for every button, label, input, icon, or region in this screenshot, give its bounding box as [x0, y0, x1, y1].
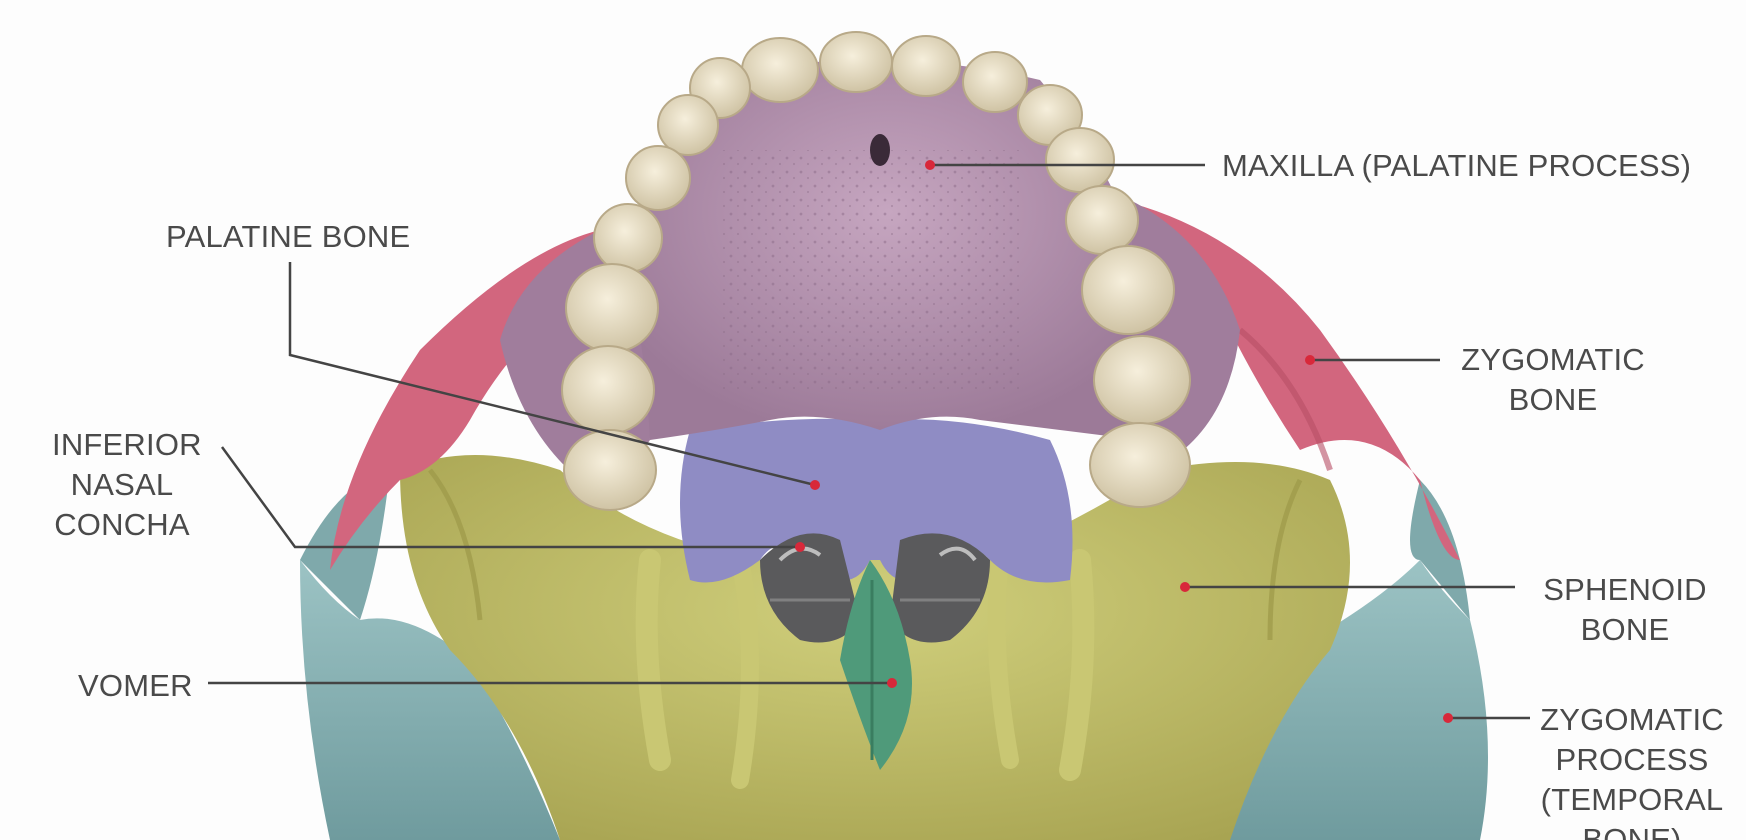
marker-zygomatic-bone [1305, 355, 1315, 365]
label-zygomatic-bone: ZYGOMATIC BONE [1458, 340, 1648, 420]
label-sphenoid-bone: SPHENOID BONE [1530, 570, 1720, 650]
marker-maxilla [925, 160, 935, 170]
label-vomer: VOMER [78, 666, 193, 706]
marker-zygomatic-process [1443, 713, 1453, 723]
label-maxilla-palatine-process: MAXILLA (PALATINE PROCESS) [1222, 146, 1691, 186]
label-palatine-bone: PALATINE BONE [166, 217, 410, 257]
marker-sphenoid [1180, 582, 1190, 592]
leader-palatine [290, 262, 815, 485]
label-zygomatic-process-temporal-bone: ZYGOMATIC PROCESS (TEMPORAL BONE) [1532, 700, 1732, 840]
label-inferior-nasal-concha: INFERIOR NASAL CONCHA [52, 425, 192, 545]
marker-inferior-nasal-concha [795, 542, 805, 552]
marker-palatine [810, 480, 820, 490]
marker-vomer [887, 678, 897, 688]
leader-inferior-nasal-concha [222, 447, 800, 547]
